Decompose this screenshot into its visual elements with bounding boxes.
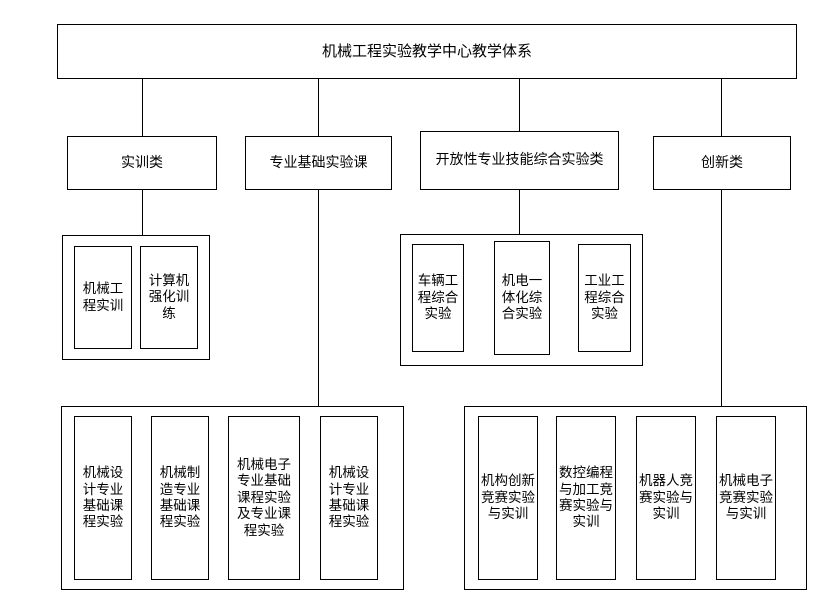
connector-shixun-to-group xyxy=(142,190,143,235)
leaf-label: 机械设计专业基础课程实验 xyxy=(82,465,124,531)
category-label-zhuanye-jichu: 专业基础实验课 xyxy=(269,154,368,171)
leaf-box-jixie-dianzi-jingsai[interactable]: 机械电子竞赛实验与实训 xyxy=(716,416,776,580)
category-box-shixun[interactable]: 实训类 xyxy=(67,136,217,190)
category-label-chuangxin: 创新类 xyxy=(701,154,743,171)
category-label-shixun: 实训类 xyxy=(121,154,163,171)
leaf-label: 机器人竞赛实验与实训 xyxy=(639,473,693,523)
leaf-box-jisuanji-qianghua-xunlian[interactable]: 计算机强化训练 xyxy=(140,246,198,349)
connector-chuangxin-to-group xyxy=(721,190,722,406)
root-title-box[interactable]: 机械工程实验教学中心教学体系 xyxy=(57,24,797,79)
connector-root-to-zhuanye-jichu xyxy=(318,79,319,136)
connector-root-to-shixun xyxy=(142,79,143,136)
leaf-box-jixie-dianzi-jichu-kecheng-shiyan[interactable]: 机械电子专业基础课程实验及专业课程实验 xyxy=(228,416,300,580)
leaf-box-jixie-gongcheng-shixun[interactable]: 机械工程实训 xyxy=(74,246,132,349)
leaf-label: 机械设计专业基础课程实验 xyxy=(328,465,370,531)
connector-root-to-chuangxin xyxy=(721,79,722,136)
page-title: 机械工程实验教学中心教学体系 xyxy=(321,42,532,61)
leaf-box-gongye-gongcheng-zonghe-shiyan[interactable]: 工业工程综合实验 xyxy=(578,244,631,352)
leaf-box-jidian-yitihua-zonghe-shiyan[interactable]: 机电一体化综合实验 xyxy=(494,241,550,355)
category-label-kaifangxing: 开放性专业技能综合实验类 xyxy=(435,152,604,169)
category-box-chuangxin[interactable]: 创新类 xyxy=(653,136,791,190)
leaf-label: 数控编程与加工竞赛实验与实训 xyxy=(559,465,613,531)
leaf-box-jixie-sheji-jichu-kecheng-shiyan-a[interactable]: 机械设计专业基础课程实验 xyxy=(74,416,132,580)
leaf-box-jiqiren-jingsai[interactable]: 机器人竞赛实验与实训 xyxy=(636,416,696,580)
leaf-box-cheliang-gongcheng-zonghe-shiyan[interactable]: 车辆工程综合实验 xyxy=(412,244,464,352)
leaf-label: 车辆工程综合实验 xyxy=(417,273,459,323)
leaf-label: 机电一体化综合实验 xyxy=(501,273,543,323)
leaf-label: 机构创新竞赛实验与实训 xyxy=(481,473,535,523)
category-box-kaifangxing[interactable]: 开放性专业技能综合实验类 xyxy=(420,131,619,190)
leaf-label: 机械电子竞赛实验与实训 xyxy=(719,473,773,523)
leaf-box-jixie-sheji-jichu-kecheng-shiyan-b[interactable]: 机械设计专业基础课程实验 xyxy=(320,416,378,580)
connector-kaifangxing-to-group xyxy=(519,190,520,234)
leaf-label: 机械制造专业基础课程实验 xyxy=(159,465,201,531)
connector-root-to-kaifangxing xyxy=(519,79,520,131)
connector-zhuanye-jichu-to-group xyxy=(318,190,319,406)
leaf-box-jixie-zhizao-jichu-kecheng-shiyan[interactable]: 机械制造专业基础课程实验 xyxy=(151,416,209,580)
leaf-label: 工业工程综合实验 xyxy=(584,273,625,323)
leaf-box-jigou-chuangxin-jingsai[interactable]: 机构创新竞赛实验与实训 xyxy=(478,416,538,580)
leaf-label: 机械工程实训 xyxy=(82,281,124,314)
leaf-label: 机械电子专业基础课程实验及专业课程实验 xyxy=(237,456,291,539)
leaf-label: 计算机强化训练 xyxy=(148,272,190,322)
category-box-zhuanye-jichu[interactable]: 专业基础实验课 xyxy=(245,136,392,190)
leaf-box-shukong-biancheng-jiagong-jingsai[interactable]: 数控编程与加工竞赛实验与实训 xyxy=(556,416,616,580)
